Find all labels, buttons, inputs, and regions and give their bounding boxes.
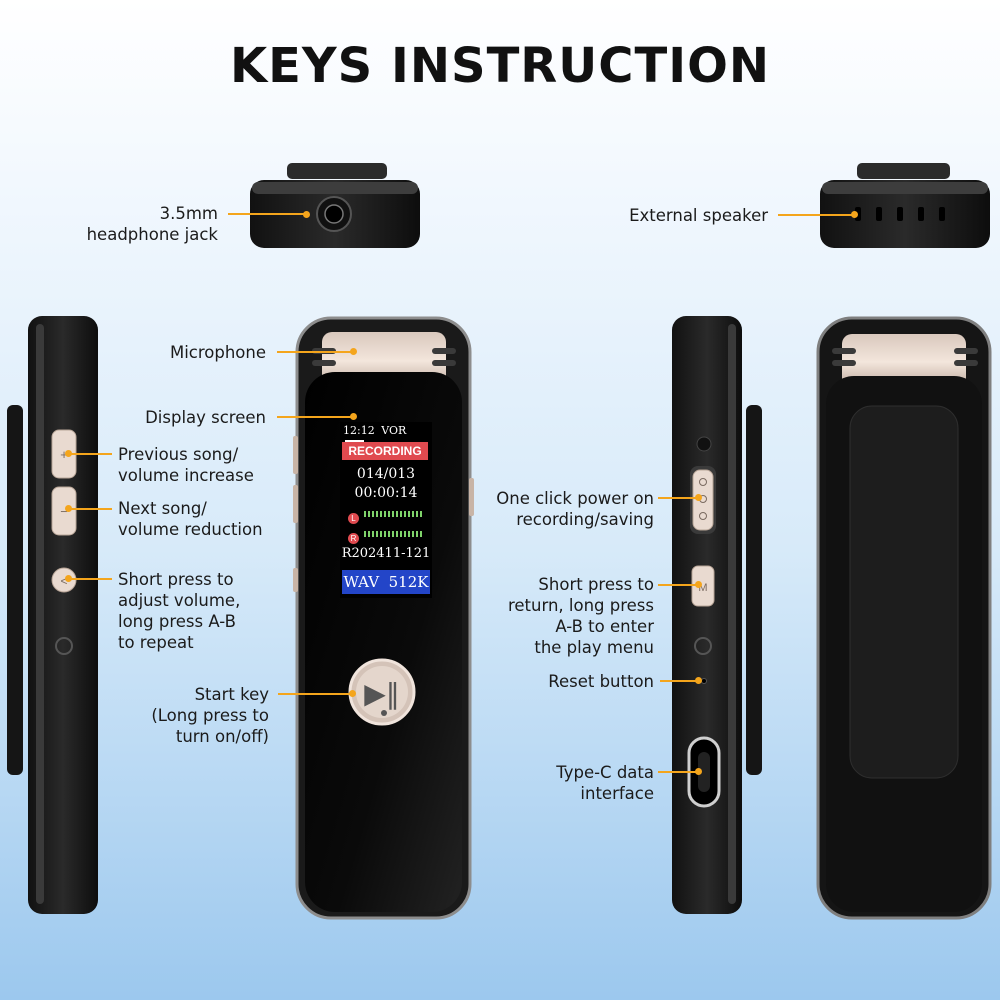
top-view-headphone: [250, 163, 420, 248]
lcd-time: 12:12: [343, 424, 375, 437]
leader-line-display: [277, 416, 353, 418]
leader-dot-prev: [65, 450, 72, 457]
leader-line-speaker: [778, 214, 854, 216]
lcd-right-label: R: [348, 533, 359, 544]
svg-text:<: <: [60, 574, 67, 588]
label-short-press-volume: Short press to adjust volume, long press…: [118, 570, 241, 652]
leader-dot-typec: [695, 768, 702, 775]
leader-line-power: [658, 497, 698, 499]
lcd-counter: 014/013: [356, 466, 416, 482]
lcd-vor: VOR: [381, 424, 407, 437]
svg-text:+: +: [60, 447, 68, 462]
leader-dot-speaker: [851, 211, 858, 218]
top-view-speaker: [820, 163, 990, 248]
lcd-elapsed: 00:00:14: [354, 485, 418, 501]
leader-dot-display: [350, 413, 357, 420]
svg-text:−: −: [60, 504, 68, 519]
leader-dot-start: [349, 690, 356, 697]
leader-dot-power: [695, 494, 702, 501]
svg-text:M: M: [698, 582, 707, 594]
lcd-screen: 12:12 VOR RECORDING 014/013 00:00:14 L R…: [340, 422, 432, 598]
leader-line-microphone: [277, 351, 353, 353]
leader-line-headphone: [228, 213, 306, 215]
svg-text:▶‖: ▶‖: [364, 677, 400, 710]
leader-dot-microphone: [350, 348, 357, 355]
lcd-left-meter: L: [348, 508, 428, 524]
leader-line-return: [658, 584, 698, 586]
label-type-c: Type-C data interface: [556, 763, 654, 803]
leader-dot-next: [65, 505, 72, 512]
page-title: KEYS INSTRUCTION: [229, 38, 771, 94]
lcd-filename: R202411-121: [341, 546, 431, 561]
label-microphone: Microphone: [169, 343, 266, 362]
leader-line-reset: [660, 680, 698, 682]
label-external-speaker: External speaker: [629, 206, 768, 225]
label-headphone-jack: 3.5mm headphone jack: [86, 204, 218, 244]
lcd-status-row: 12:12 VOR: [343, 424, 429, 449]
left-side-view: + − <: [7, 316, 98, 914]
lcd-right-bar: [364, 531, 424, 537]
leader-dot-reset: [695, 677, 702, 684]
label-start-key: Start key (Long press to turn on/off): [151, 685, 269, 746]
right-side-view: M: [672, 316, 762, 914]
label-power-on: One click power on recording/saving: [496, 489, 654, 529]
leader-line-start: [278, 693, 352, 695]
label-previous-song: Previous song/ volume increase: [118, 445, 254, 485]
back-view: [816, 316, 992, 920]
lcd-left-label: L: [348, 513, 359, 524]
leader-dot-headphone: [303, 211, 310, 218]
leader-dot-volume: [65, 575, 72, 582]
label-reset-button: Reset button: [548, 672, 654, 691]
front-view: ▶‖: [293, 316, 474, 920]
leader-line-volume: [68, 578, 112, 580]
lcd-format-badge: WAV 512K: [342, 570, 430, 594]
label-short-press-return: Short press to return, long press A-B to…: [507, 575, 654, 657]
lcd-left-bar: [364, 511, 424, 517]
leader-dot-return: [695, 581, 702, 588]
leader-line-next: [68, 508, 112, 510]
label-next-song: Next song/ volume reduction: [118, 499, 263, 539]
leader-line-prev: [68, 453, 112, 455]
lcd-right-meter: R: [348, 528, 428, 544]
lcd-recording-badge: RECORDING: [342, 442, 428, 460]
label-display-screen: Display screen: [145, 408, 266, 427]
leader-line-typec: [658, 771, 698, 773]
